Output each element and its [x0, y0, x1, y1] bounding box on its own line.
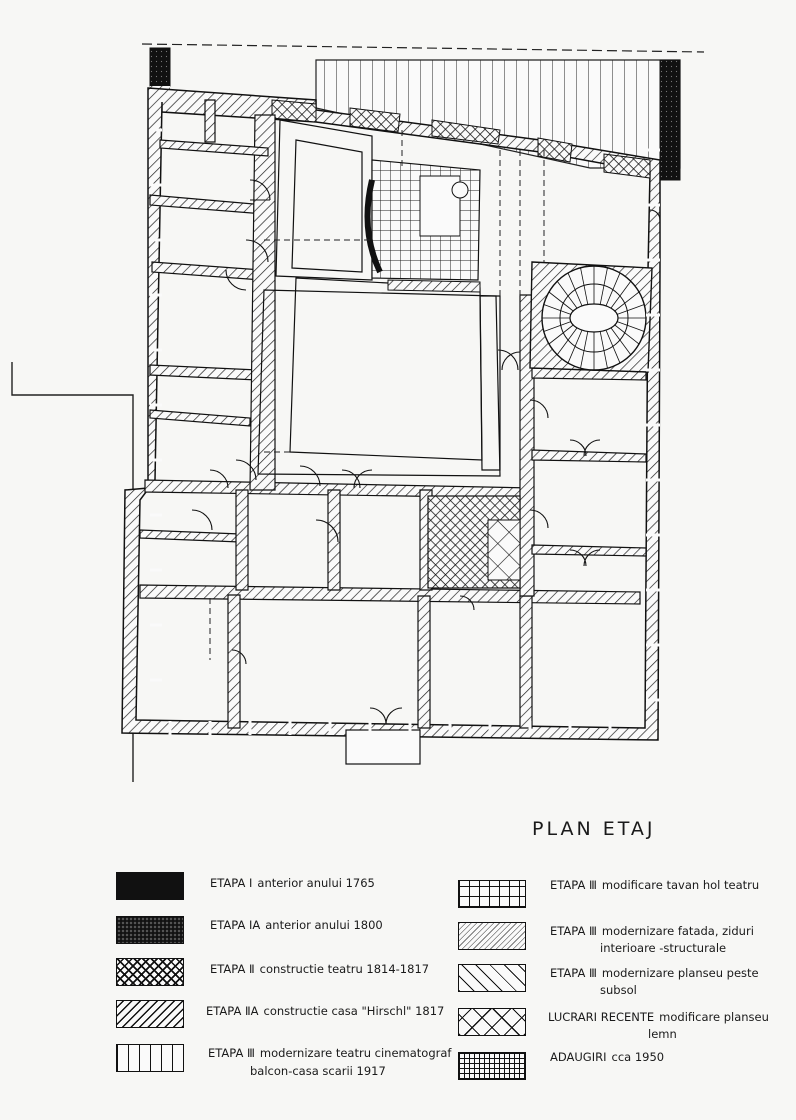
legend-swatch-8: [458, 1008, 526, 1036]
entrance-step: [345, 729, 421, 765]
legend-swatch-6: [458, 922, 526, 950]
legend-swatch-9: [458, 1052, 526, 1080]
legend-swatch-5: [458, 880, 526, 908]
legend-swatch-1: [116, 916, 184, 944]
plan-title: PLAN ETAJ: [532, 818, 656, 840]
legend-swatch-7: [458, 964, 526, 992]
dashed-lines: [209, 130, 545, 660]
window-marks: [150, 128, 660, 735]
legend-swatch-4: [116, 1044, 184, 1072]
legend-swatch-3: [116, 1000, 184, 1028]
cross-hatched-block: [427, 495, 521, 589]
interior-walls: [139, 99, 647, 729]
door-swings: [191, 179, 661, 725]
staircase-hall: [364, 159, 481, 293]
legend-swatch-2: [116, 958, 184, 986]
legend-swatch-0: [116, 872, 184, 900]
spiral-staircase: [529, 261, 653, 373]
